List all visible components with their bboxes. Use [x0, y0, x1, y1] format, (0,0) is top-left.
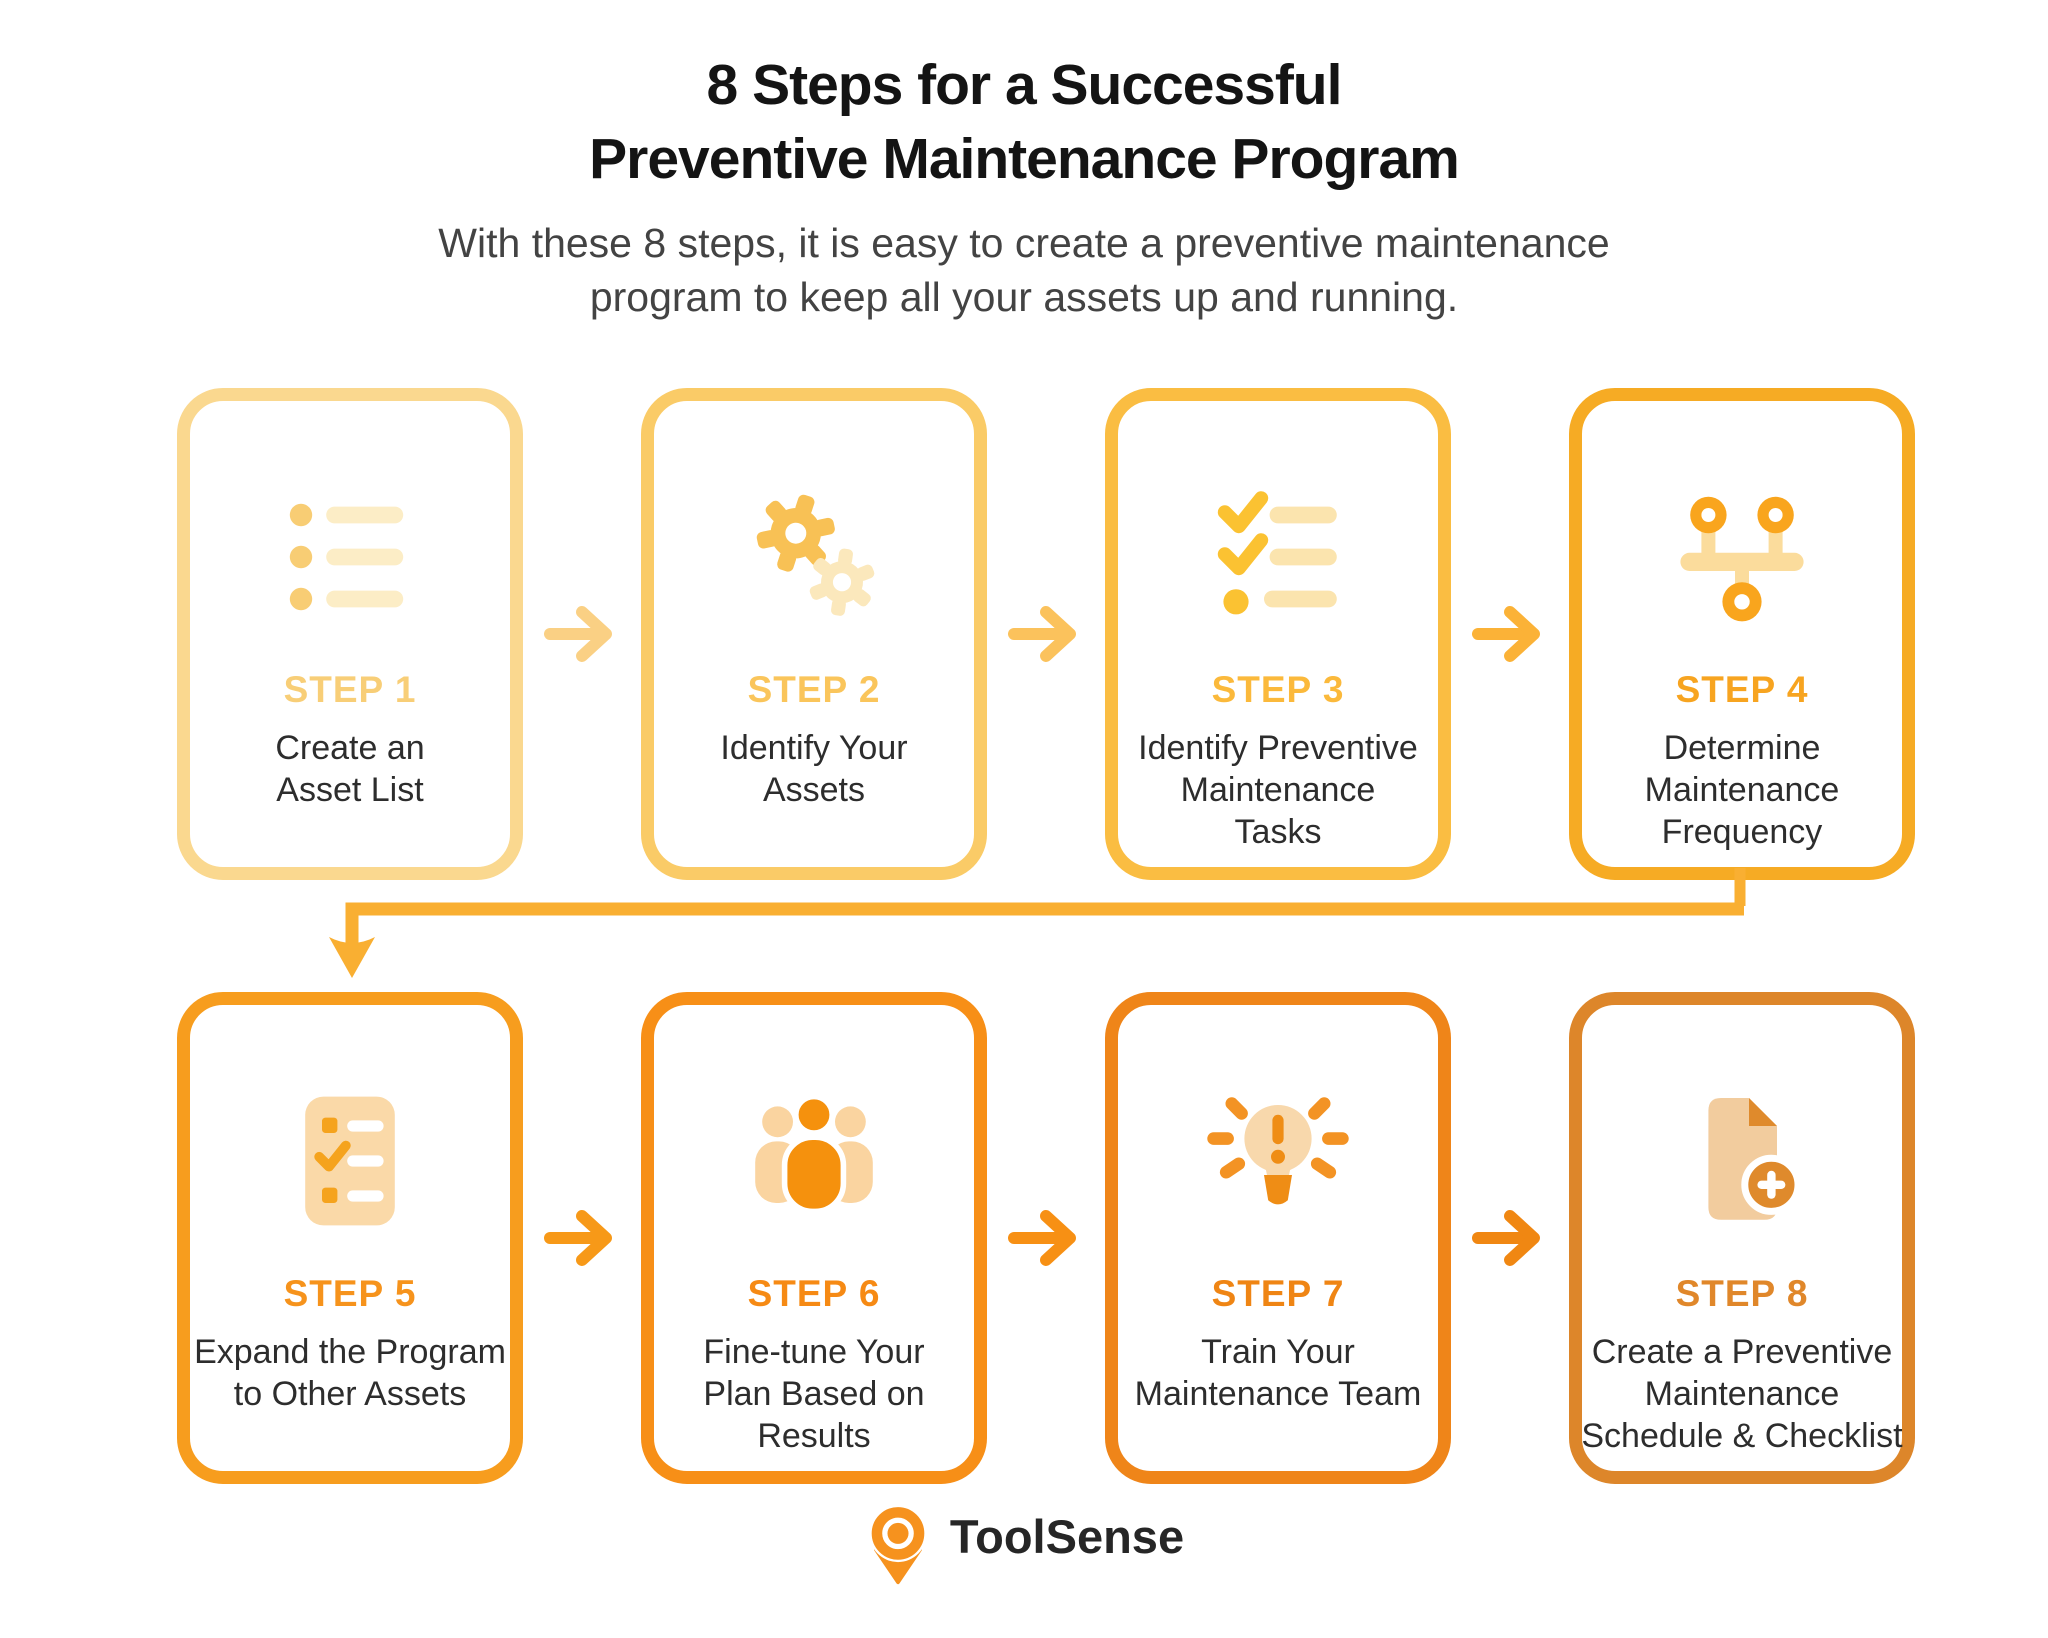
step-label: STEP 1 — [283, 669, 417, 710]
right-arrow-icon — [544, 1210, 612, 1266]
step-title: Identify Your Assets — [653, 727, 975, 811]
steps-row-2: STEP 5 Expand the Program to Other Asset… — [177, 992, 1915, 1484]
step-title: Determine Maintenance Frequency — [1581, 727, 1903, 853]
step-title-line: Create a Preventive — [1591, 1333, 1893, 1371]
step-label: STEP 5 — [283, 1273, 417, 1314]
step-title-line: Maintenance — [1180, 771, 1376, 810]
right-arrow-icon — [1472, 606, 1540, 662]
checklist-icon — [1203, 487, 1353, 627]
page-subtitle-line-1: With these 8 steps, it is easy to create… — [438, 220, 1610, 267]
step-card-7: STEP 7 Train Your Maintenance Team — [1105, 992, 1451, 1484]
step-card-6: STEP 6 Fine-tune Your Plan Based on Resu… — [641, 992, 987, 1484]
step-title-line: Maintenance — [1644, 771, 1840, 810]
step-title-line: Plan Based on — [703, 1375, 925, 1414]
step-title-line: Train Your — [1201, 1333, 1355, 1371]
right-arrow-icon — [1008, 1210, 1076, 1266]
document-add-icon — [1667, 1091, 1817, 1231]
right-arrow-icon — [1008, 606, 1076, 662]
step-title: Fine-tune Your Plan Based on Results — [653, 1331, 975, 1457]
step-label: STEP 8 — [1675, 1273, 1809, 1314]
step-title-line: Maintenance — [1644, 1375, 1840, 1414]
step-card-4: STEP 4 Determine Maintenance Frequency — [1569, 388, 1915, 880]
step-card-1: STEP 1 Create an Asset List — [177, 388, 523, 880]
toolsense-logo-text: ToolSense — [949, 1509, 1185, 1563]
step-title-line: Fine-tune Your — [703, 1333, 925, 1371]
step-title-line: Identify Preventive — [1138, 729, 1418, 767]
page-title-line-1: 8 Steps for a Successful — [706, 53, 1343, 117]
step-title-line: Identify Your — [720, 729, 908, 767]
page-subtitle: With these 8 steps, it is easy to create… — [0, 216, 2048, 324]
step-card-5: STEP 5 Expand the Program to Other Asset… — [177, 992, 523, 1484]
step-title-line: Schedule & Checklist — [1581, 1417, 1903, 1456]
step-title: Create an Asset List — [189, 727, 511, 811]
step-title-line: Assets — [762, 771, 866, 810]
step-title-line: Create an — [275, 729, 425, 767]
step-label: STEP 3 — [1211, 669, 1345, 710]
hierarchy-icon — [1667, 487, 1817, 627]
bullet-list-icon — [275, 487, 425, 627]
right-arrow-icon — [544, 606, 612, 662]
page-subtitle-line-2: program to keep all your assets up and r… — [589, 274, 1459, 321]
step-card-3: STEP 3 Identify Preventive Maintenance T… — [1105, 388, 1451, 880]
step-title-line: Tasks — [1234, 813, 1322, 852]
step-label: STEP 2 — [747, 669, 881, 710]
task-list-icon — [275, 1091, 425, 1231]
step-label: STEP 7 — [1211, 1273, 1345, 1314]
step-title-line: Maintenance Team — [1134, 1375, 1422, 1414]
toolsense-logo: ToolSense — [0, 1498, 2048, 1586]
step-label: STEP 6 — [747, 1273, 881, 1314]
page-title-line-2: Preventive Maintenance Program — [589, 127, 1460, 192]
step-title: Identify Preventive Maintenance Tasks — [1117, 727, 1439, 853]
step-title-line: Results — [757, 1417, 871, 1456]
header: 8 Steps for a Successful Preventive Main… — [0, 48, 2048, 324]
step-title: Expand the Program to Other Assets — [189, 1331, 511, 1415]
toolsense-pin-icon — [869, 1504, 927, 1585]
step-title-line: to Other Assets — [233, 1375, 467, 1414]
step-title: Create a Preventive Maintenance Schedule… — [1581, 1331, 1903, 1457]
gears-icon — [739, 487, 889, 627]
step-title: Train Your Maintenance Team — [1117, 1331, 1439, 1415]
step-card-2: STEP 2 Identify Your Assets — [641, 388, 987, 880]
right-arrow-icon — [1472, 1210, 1540, 1266]
step-label: STEP 4 — [1675, 669, 1809, 710]
step-card-8: STEP 8 Create a Preventive Maintenance S… — [1569, 992, 1915, 1484]
step-title-line: Frequency — [1661, 813, 1823, 852]
page-title: 8 Steps for a Successful Preventive Main… — [0, 48, 2048, 196]
steps-row-1: STEP 1 Create an Asset List — [177, 388, 1915, 880]
team-icon — [739, 1091, 889, 1231]
step-title-line: Expand the Program — [194, 1333, 506, 1371]
lightbulb-icon — [1203, 1091, 1353, 1231]
step-title-line: Determine — [1663, 729, 1821, 767]
step-title-line: Asset List — [276, 771, 424, 810]
